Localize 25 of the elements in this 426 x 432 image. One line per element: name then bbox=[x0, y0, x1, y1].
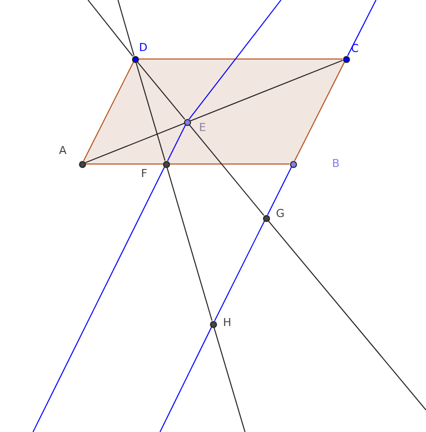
line-segment bbox=[136, 61, 186, 120]
line bbox=[188, 0, 282, 120]
point-label: B bbox=[332, 158, 340, 170]
line bbox=[268, 220, 426, 410]
line-segment bbox=[214, 220, 265, 322]
point-label: D bbox=[139, 42, 148, 54]
point-label: G bbox=[276, 208, 285, 220]
line bbox=[88, 0, 134, 57]
line bbox=[160, 326, 212, 432]
line-segment bbox=[267, 166, 292, 216]
line-segment bbox=[166, 166, 212, 322]
line bbox=[347, 0, 376, 56]
line-segment bbox=[138, 58, 343, 60]
line-segment bbox=[136, 62, 166, 162]
line-segment bbox=[167, 124, 186, 162]
line bbox=[118, 0, 134, 56]
point-label: E bbox=[199, 122, 206, 134]
line bbox=[214, 326, 246, 432]
line bbox=[32, 166, 165, 432]
point-label: H bbox=[223, 317, 232, 329]
line-segment bbox=[188, 124, 264, 216]
line-segment bbox=[294, 62, 345, 162]
point-label: A bbox=[59, 145, 67, 157]
line-segment bbox=[83, 62, 134, 162]
point-label: F bbox=[141, 168, 148, 180]
